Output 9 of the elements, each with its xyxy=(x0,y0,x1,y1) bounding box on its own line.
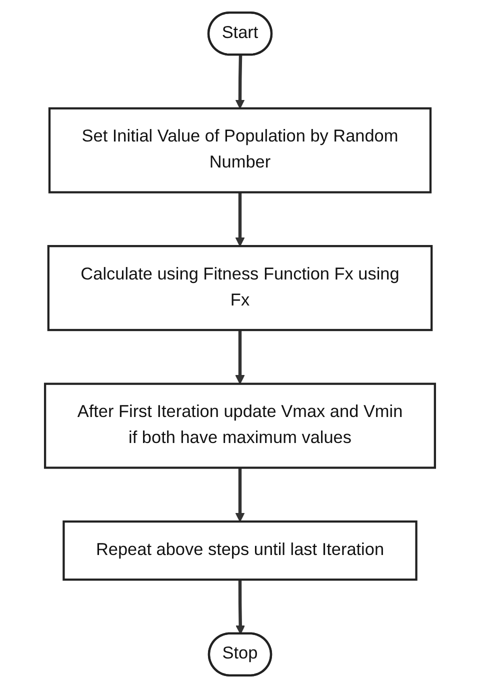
arrow xyxy=(234,330,244,384)
arrow xyxy=(235,580,245,634)
arrow xyxy=(234,192,244,247)
node-box: Set Initial Value of Population by Random Number xyxy=(48,107,432,194)
node-box: Repeat above steps until last Iteration xyxy=(62,520,417,581)
node-box: Calculate using Fitness Function Fx using Fx xyxy=(46,245,432,332)
arrow xyxy=(234,468,244,522)
node-box: After First Iteration update Vmax and Vmin if both have maximum values xyxy=(43,382,436,469)
arrow xyxy=(234,55,244,109)
